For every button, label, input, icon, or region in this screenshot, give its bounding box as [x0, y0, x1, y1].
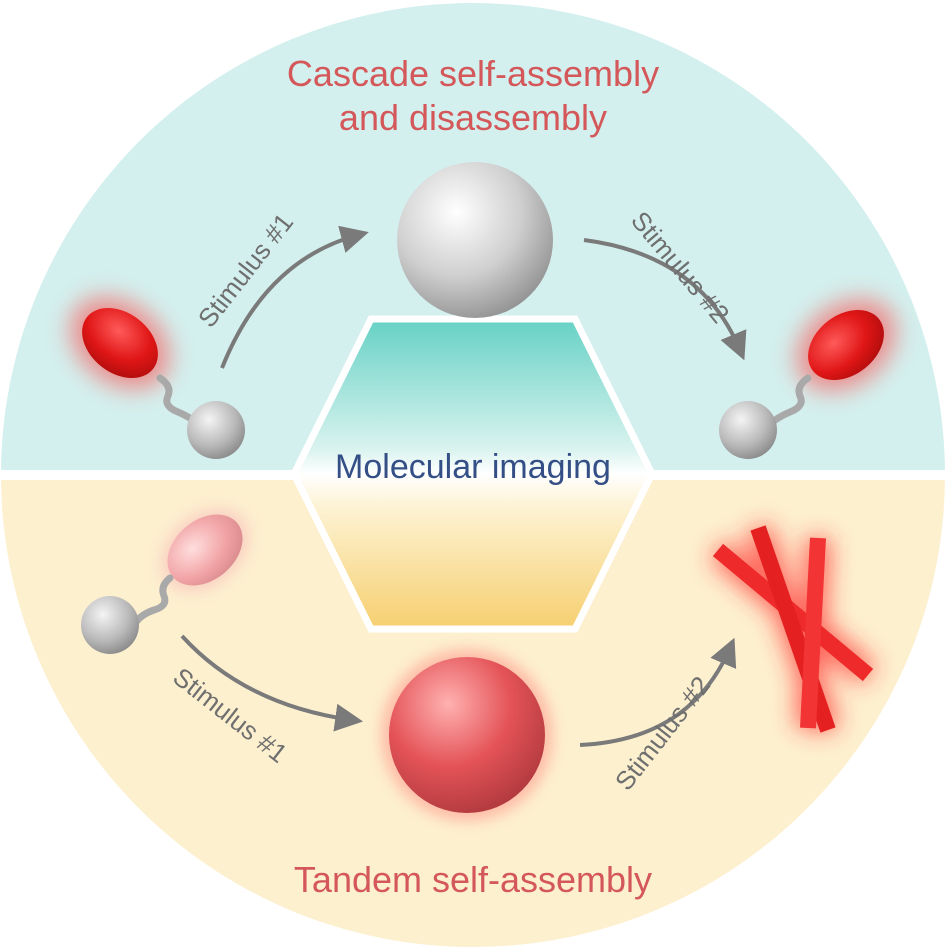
title-bottom: Tandem self-assembly — [293, 859, 653, 900]
nanofiber-bundle — [709, 523, 877, 735]
title-top-line2: and disassembly — [338, 97, 608, 138]
probe-molecule-bottom-left — [81, 507, 250, 654]
red-nanoparticle — [381, 649, 553, 821]
arrow-top-right — [583, 238, 747, 361]
arrow-top-left — [220, 225, 369, 369]
arrow-bottom-left — [180, 634, 364, 732]
gray-nanoparticle — [397, 162, 553, 318]
title-top-line1: Cascade self-assembly — [286, 53, 660, 94]
center-label: Molecular imaging — [335, 448, 611, 486]
arrow-bottom-right — [579, 637, 737, 747]
center-hexagon — [290, 315, 656, 633]
probe-molecule-top-left — [70, 296, 245, 459]
probe-molecule-top-right — [719, 298, 896, 459]
